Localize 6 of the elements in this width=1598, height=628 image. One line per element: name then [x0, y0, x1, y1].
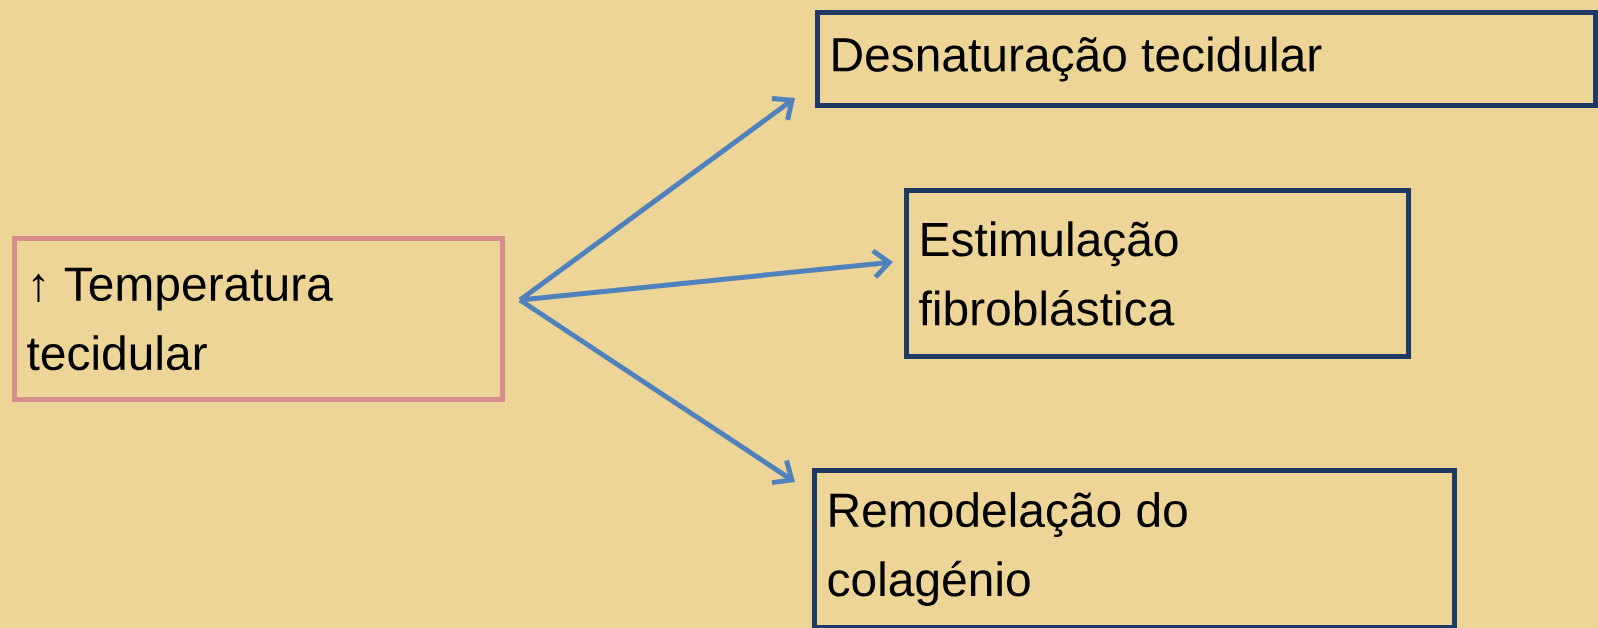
arrow [519, 248, 893, 303]
text-box: Remodelação do colagénio [812, 468, 1458, 628]
arrow [518, 297, 795, 486]
text-box: Estimulação fibroblástica [904, 188, 1412, 359]
text-box: ↑ Temperatura tecidular [12, 236, 505, 402]
text-box: Desnaturação tecidular [815, 10, 1598, 108]
